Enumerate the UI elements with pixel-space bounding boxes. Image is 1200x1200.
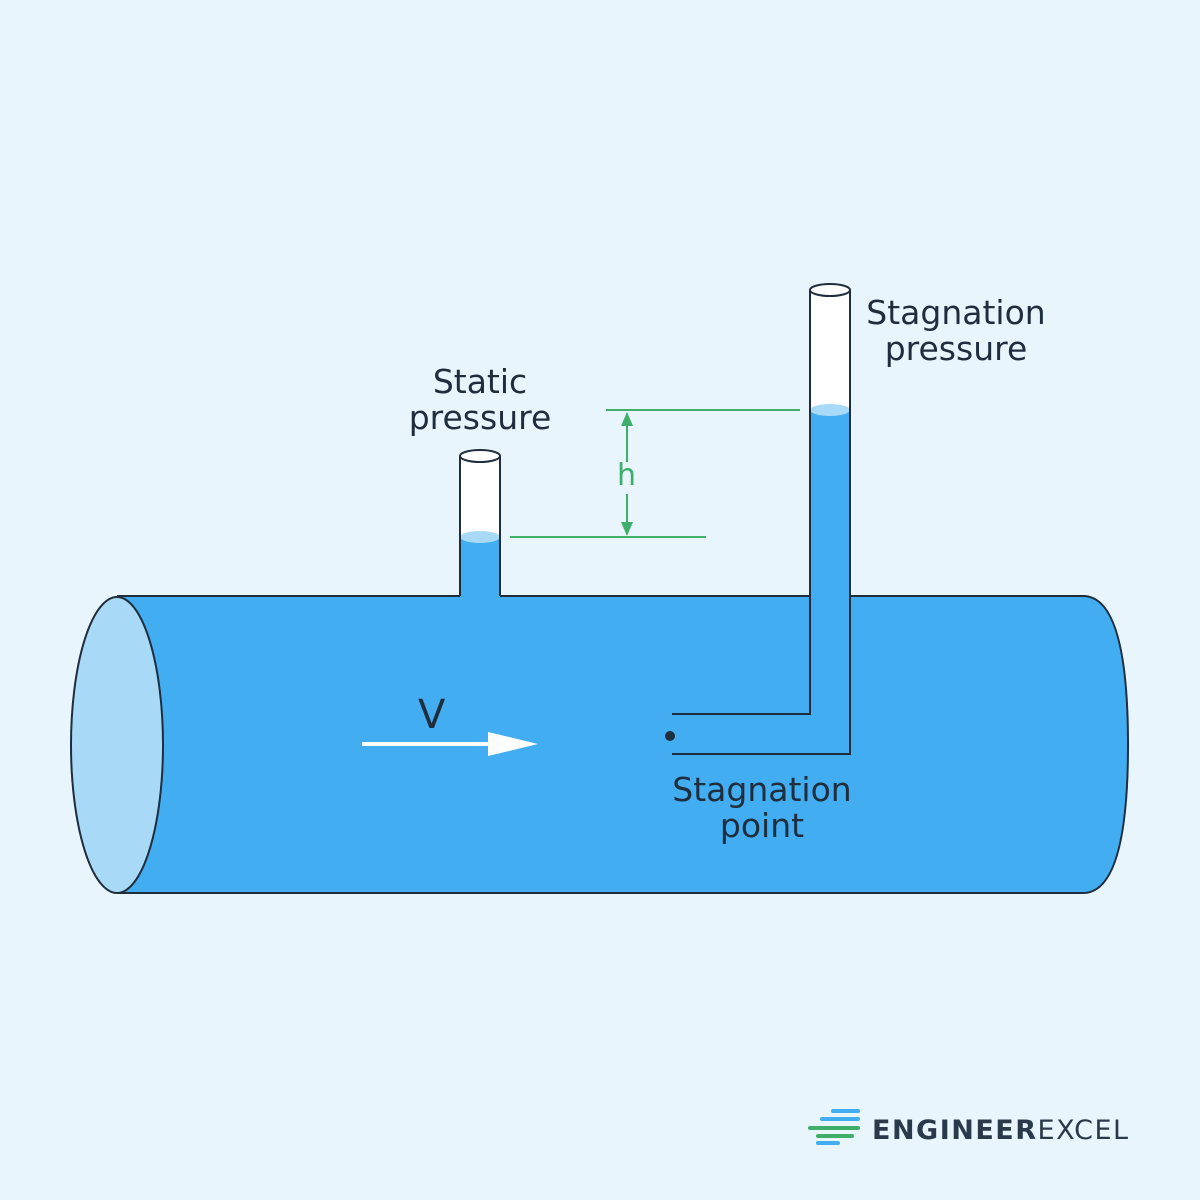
pitot-tube-outer-wall	[672, 596, 851, 755]
pitot-tube-empty	[810, 290, 850, 410]
static-pressure-label-line1: Static	[432, 362, 528, 401]
pitot-tube-top	[809, 283, 851, 297]
pitot-tube-inner-wall	[672, 596, 811, 715]
brand-wordmark-part2: EXCEL	[1037, 1115, 1130, 1146]
pitot-tube-water	[810, 410, 850, 600]
stagnation-point-label: Stagnation point	[662, 772, 862, 844]
static-tube-empty	[460, 456, 500, 537]
stagnation-point-label-line1: Stagnation	[672, 770, 852, 809]
stagnation-point-label-line2: point	[719, 806, 805, 845]
static-tube-water	[460, 537, 500, 599]
stagnation-pressure-label: Stagnation pressure	[856, 295, 1056, 367]
pipe-inlet-face	[70, 596, 164, 894]
velocity-arrow-head	[488, 732, 538, 756]
stagnation-pressure-label-line2: pressure	[884, 329, 1028, 368]
brand-logo-icon	[808, 1109, 860, 1145]
h-arrow-up-head	[621, 412, 633, 426]
h-arrow-down-head	[621, 522, 633, 536]
brand-wordmark: ENGINEEREXCEL	[872, 1115, 1130, 1146]
stagnation-pressure-label-line1: Stagnation	[866, 293, 1046, 332]
static-pressure-label: Static pressure	[390, 364, 570, 436]
pipe-body	[117, 595, 1130, 894]
stagnation-point-dot	[665, 731, 675, 741]
height-label: h	[617, 458, 637, 493]
static-pressure-label-line2: pressure	[408, 398, 552, 437]
velocity-label: V	[418, 692, 446, 738]
brand-wordmark-part1: ENGINEER	[872, 1115, 1038, 1146]
static-tube-meniscus	[460, 531, 500, 543]
static-tube-top	[459, 449, 501, 463]
pitot-tube-meniscus	[810, 404, 850, 416]
